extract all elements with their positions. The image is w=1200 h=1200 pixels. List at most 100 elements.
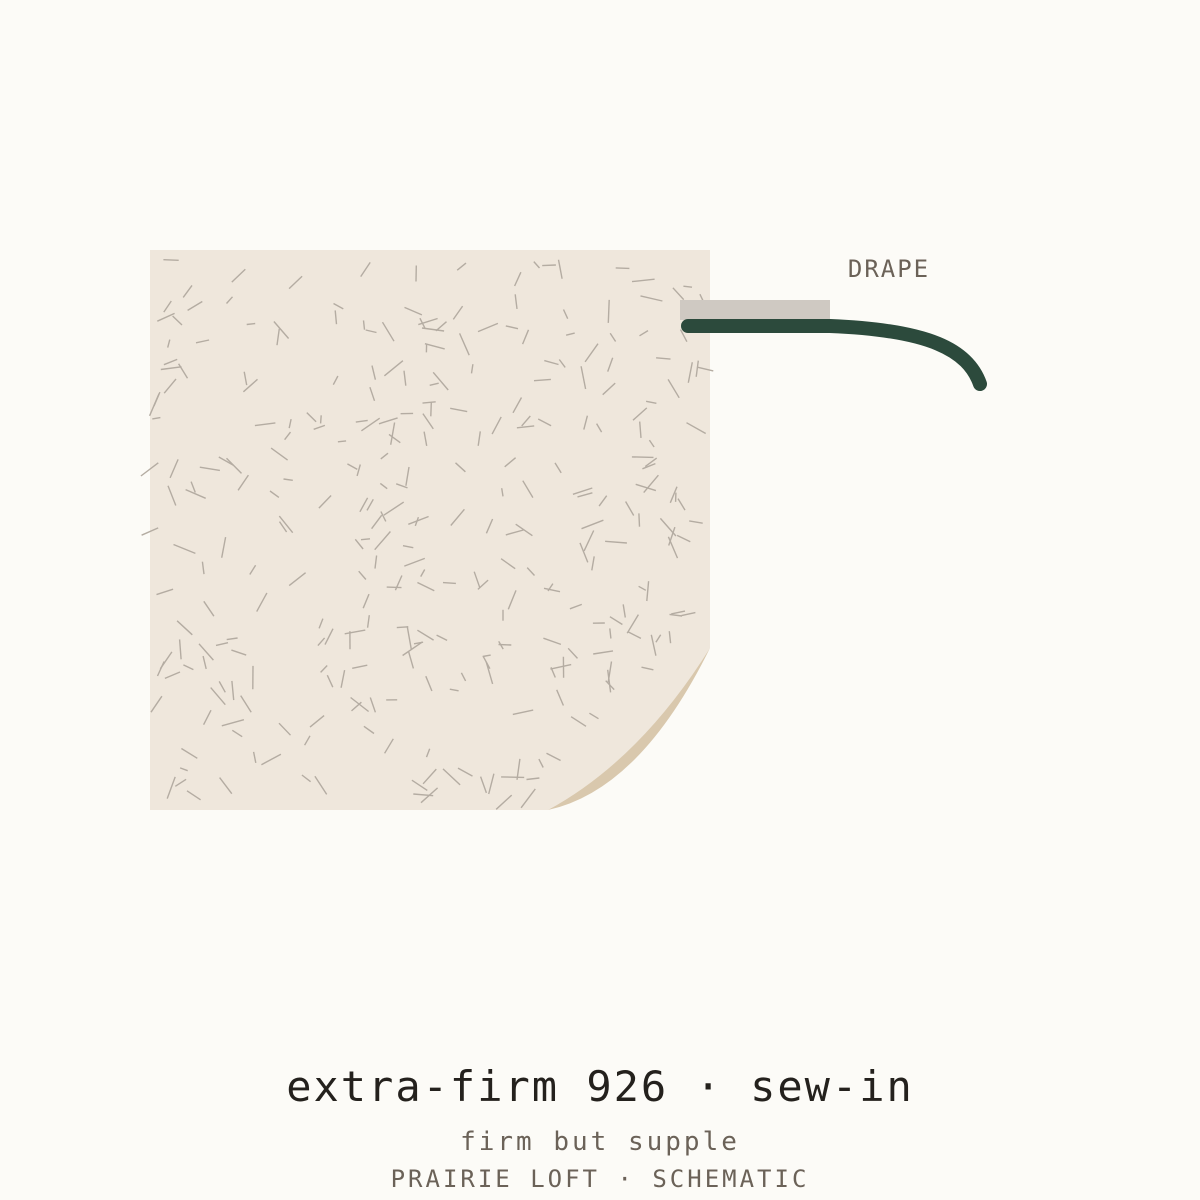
fiber-strand (491, 416, 502, 435)
fiber-strand (181, 747, 198, 759)
fiber-strand (456, 262, 467, 271)
fiber-strand (187, 300, 203, 311)
fiber-strand (160, 366, 182, 371)
fiber-strand (449, 688, 459, 692)
fiber-strand (362, 593, 370, 609)
fiber-strand (638, 513, 641, 527)
fiber-strand (424, 343, 445, 350)
fiber-strand (374, 555, 378, 569)
fiber-strand (252, 751, 257, 764)
fiber-strand (558, 359, 566, 368)
fiber-strand (318, 618, 324, 629)
fiber-strand (645, 400, 657, 404)
fiber-strand (261, 753, 282, 766)
fiber-strand (631, 278, 655, 283)
fiber-strand (366, 615, 370, 628)
fiber-strand (627, 630, 642, 640)
fiber-strand (226, 637, 238, 641)
fiber-strand (163, 300, 172, 313)
fiber-strand (482, 654, 491, 658)
fiber-strand (231, 649, 247, 656)
fiber-strand (609, 616, 623, 626)
fiber-strand (505, 529, 524, 536)
fiber-strand (361, 417, 381, 432)
fiber-strand (581, 519, 604, 530)
fiber-strand (681, 611, 696, 617)
fiber-strand (356, 464, 361, 477)
fiber-strand (202, 655, 207, 670)
interfacing-swatch (150, 250, 710, 810)
fiber-strand (686, 422, 707, 435)
fiber-strand (320, 665, 328, 673)
fiber-strand (166, 776, 176, 799)
fiber-strand (533, 378, 551, 382)
fiber-strand (178, 363, 189, 379)
fiber-strand (669, 613, 683, 617)
fiber-strand (317, 637, 326, 647)
fiber-strand (677, 498, 686, 511)
fiber-strand (163, 378, 177, 394)
fiber-strand (605, 540, 627, 544)
fiber-strand (622, 604, 626, 618)
fiber-strand (422, 401, 436, 404)
fiber-strand (457, 767, 473, 777)
fiber-strand (406, 626, 412, 650)
fiber-strand (550, 663, 572, 670)
fiber-strand (237, 474, 249, 491)
fiber-strand (425, 748, 431, 758)
fiber-strand (515, 523, 533, 537)
fiber-strand (176, 620, 193, 636)
fiber-strand (676, 534, 691, 543)
fiber-strand (318, 495, 332, 509)
fiber-strand (520, 788, 536, 809)
fiber-strand (514, 294, 518, 309)
fiber-strand (557, 259, 563, 279)
fiber-strand (231, 268, 246, 283)
fiber-strand (156, 588, 174, 596)
fiber-strand (567, 647, 579, 659)
fiber-strand (598, 495, 608, 507)
fiber-strand (246, 322, 256, 326)
fiber-strand (337, 440, 347, 443)
fiber-strand (432, 371, 449, 391)
fiber-strand (360, 262, 371, 277)
fiber-strand (306, 412, 317, 423)
fiber-strand (167, 485, 177, 506)
fiber-strand (178, 639, 182, 660)
fiber-strand (414, 516, 420, 527)
fiber-strand (301, 774, 312, 783)
fiber-strand (242, 378, 258, 393)
fiber-strand (402, 641, 423, 657)
fiber-strand (516, 758, 521, 780)
fiber-strand (256, 592, 268, 612)
fiber-strand (221, 536, 227, 558)
fiber-strand (422, 413, 434, 430)
fiber-strand (695, 360, 699, 377)
fiber-strand (405, 466, 410, 486)
fiber-strand (383, 360, 404, 377)
fiber-strand (395, 483, 408, 489)
fiber-strand (396, 626, 409, 629)
fiber-strand (358, 570, 367, 580)
fiber-strand (231, 729, 243, 738)
fiber-strand (179, 767, 188, 772)
product-subtitle: firm but supple (460, 1127, 740, 1157)
fiber-strand (278, 521, 288, 533)
fiber-strand (159, 651, 173, 670)
fiber-strand (386, 586, 402, 589)
fiber-strand (167, 339, 171, 348)
fiber-strand (460, 672, 467, 682)
fiber-strand (173, 543, 196, 555)
fiber-strand (288, 418, 292, 429)
fiber-strand (512, 709, 534, 716)
fiber-strand (288, 572, 307, 587)
fiber-strand (450, 508, 465, 526)
fiber-strand (543, 637, 562, 646)
fiber-strand (498, 643, 512, 646)
fiber-strand (210, 687, 226, 706)
drape-label: DRAPE (848, 255, 930, 283)
fiber-strand (477, 431, 481, 446)
fiber-strand (672, 287, 685, 301)
fiber-strand (442, 768, 461, 786)
fiber-strand (199, 466, 221, 472)
